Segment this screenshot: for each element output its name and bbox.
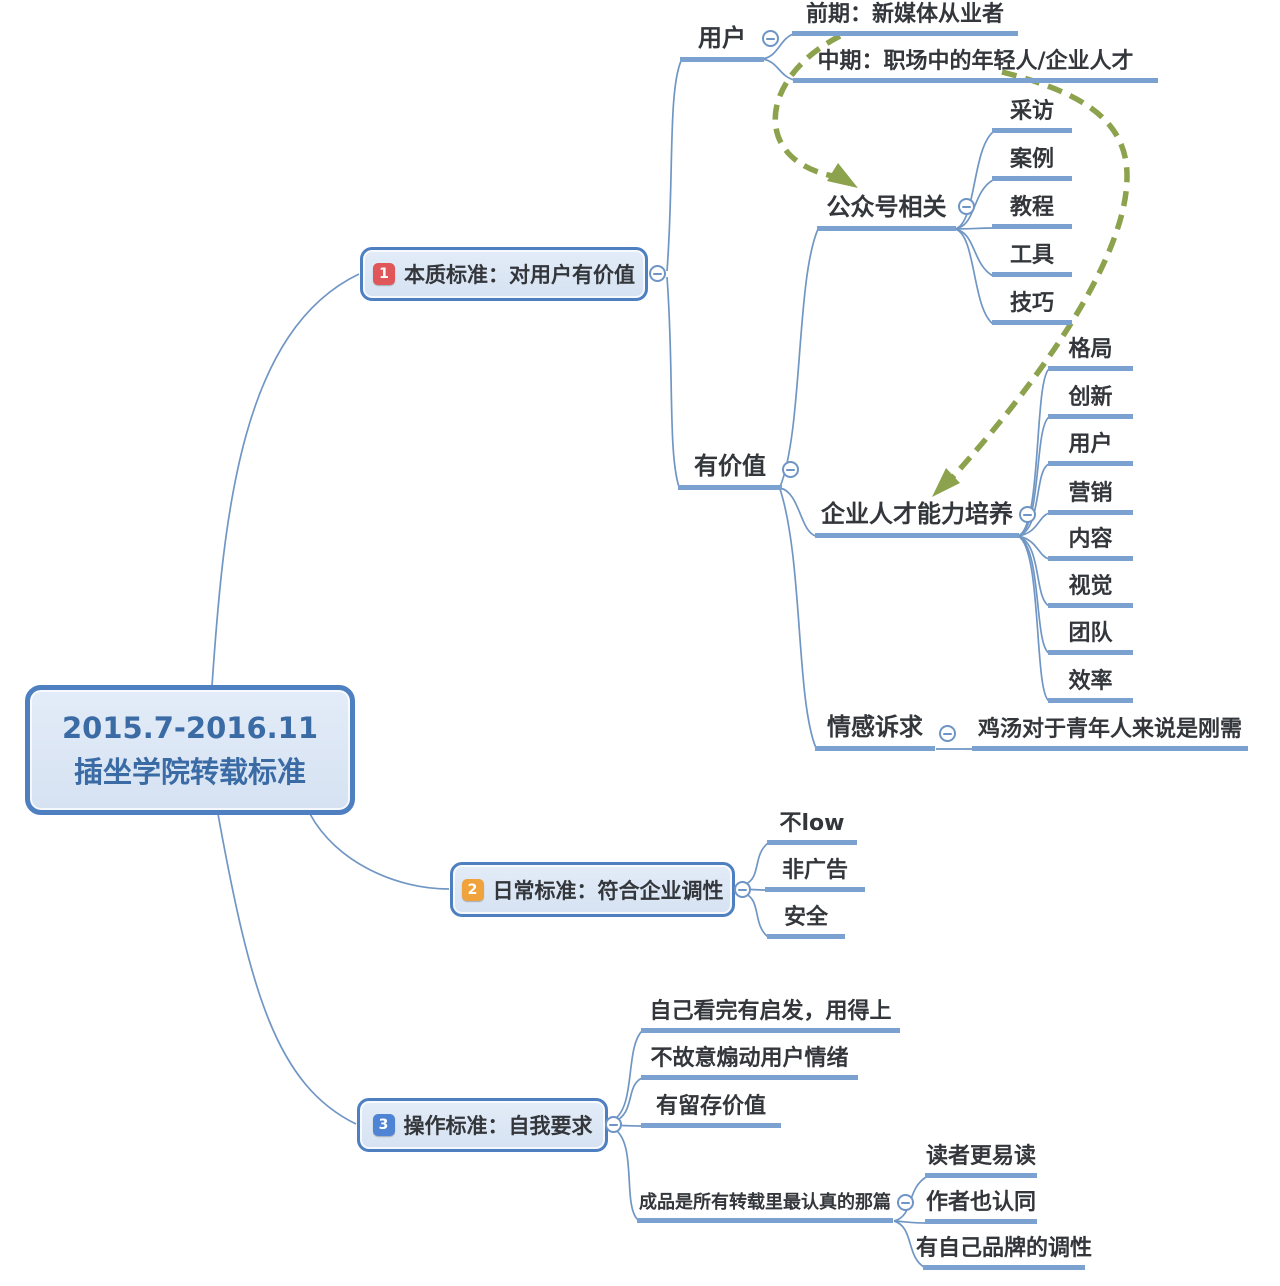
priority-2-badge: 2 <box>461 878 484 901</box>
priority-3-badge: 3 <box>372 1114 395 1136</box>
node-innovation[interactable]: 创新 <box>1048 381 1133 419</box>
branch-operation-label: 操作标准：自我要求 <box>403 1114 593 1138</box>
branch-essential-label: 本质标准：对用户有价值 <box>404 263 635 287</box>
node-content[interactable]: 内容 <box>1048 523 1133 561</box>
node-no-incite[interactable]: 不故意煽动用户情绪 <box>641 1042 858 1080</box>
node-easier-to-read[interactable]: 读者更易读 <box>925 1140 1037 1178</box>
node-retention-value[interactable]: 有留存价值 <box>641 1090 781 1128</box>
root-topic-line2: 插坐学院转载标准 <box>73 754 306 789</box>
node-tutorial[interactable]: 教程 <box>992 191 1072 229</box>
node-author-agrees[interactable]: 作者也认同 <box>925 1186 1037 1224</box>
arrowhead-to-gzh <box>827 163 858 188</box>
collapse-icon[interactable] <box>1019 506 1036 523</box>
collapse-icon[interactable] <box>958 198 975 215</box>
collapse-icon[interactable] <box>649 265 666 282</box>
node-talent-training[interactable]: 企业人才能力培养 <box>815 500 1019 538</box>
node-efficiency[interactable]: 效率 <box>1048 665 1133 703</box>
node-user2[interactable]: 用户 <box>1048 428 1133 466</box>
node-team[interactable]: 团队 <box>1048 617 1133 655</box>
relationship-arrows <box>772 33 1130 497</box>
collapse-icon[interactable] <box>605 1116 622 1133</box>
collapse-icon[interactable] <box>782 461 799 478</box>
node-user-mid[interactable]: 中期：职场中的年轻人/企业人才 <box>793 45 1158 83</box>
collapse-icon[interactable] <box>897 1194 914 1211</box>
node-safe[interactable]: 安全 <box>767 901 845 939</box>
node-technique[interactable]: 技巧 <box>992 287 1072 325</box>
node-case[interactable]: 案例 <box>992 143 1072 181</box>
node-marketing[interactable]: 营销 <box>1048 477 1133 515</box>
tree-edges <box>211 33 1050 1268</box>
branch-daily-label: 日常标准：符合企业调性 <box>492 878 724 903</box>
priority-1-badge: 1 <box>373 263 395 285</box>
node-visual[interactable]: 视觉 <box>1048 570 1133 608</box>
branch-daily-standard[interactable]: 2 日常标准：符合企业调性 <box>450 862 735 917</box>
arrowhead-to-talent <box>932 468 960 497</box>
node-interview[interactable]: 采访 <box>992 95 1072 133</box>
collapse-icon[interactable] <box>734 881 751 898</box>
node-inspiring-useful[interactable]: 自己看完有启发，用得上 <box>641 995 900 1033</box>
node-most-serious-repost[interactable]: 成品是所有转载里最认真的那篇 <box>637 1185 893 1223</box>
branch-essential-standard[interactable]: 1 本质标准：对用户有价值 <box>360 247 648 301</box>
node-pattern[interactable]: 格局 <box>1048 333 1133 371</box>
node-user-early[interactable]: 前期：新媒体从业者 <box>792 0 1018 36</box>
node-valuable[interactable]: 有价值 <box>678 452 782 490</box>
collapse-icon[interactable] <box>939 725 956 742</box>
root-topic[interactable]: 2015.7-2016.11 插坐学院转载标准 <box>25 685 355 815</box>
node-not-low[interactable]: 不low <box>767 807 857 845</box>
node-user[interactable]: 用户 <box>680 24 764 62</box>
collapse-icon[interactable] <box>762 30 779 47</box>
node-emotion-appeal[interactable]: 情感诉求 <box>815 713 935 751</box>
node-brand-tone[interactable]: 有自己品牌的调性 <box>916 1232 1092 1270</box>
node-gzh-related[interactable]: 公众号相关 <box>817 193 956 231</box>
root-topic-line1: 2015.7-2016.11 <box>61 711 319 746</box>
node-tool[interactable]: 工具 <box>992 239 1072 277</box>
node-non-ad[interactable]: 非广告 <box>765 854 865 892</box>
node-chicken-soup[interactable]: 鸡汤对于青年人来说是刚需 <box>972 713 1248 751</box>
branch-operation-standard[interactable]: 3 操作标准：自我要求 <box>357 1098 608 1152</box>
